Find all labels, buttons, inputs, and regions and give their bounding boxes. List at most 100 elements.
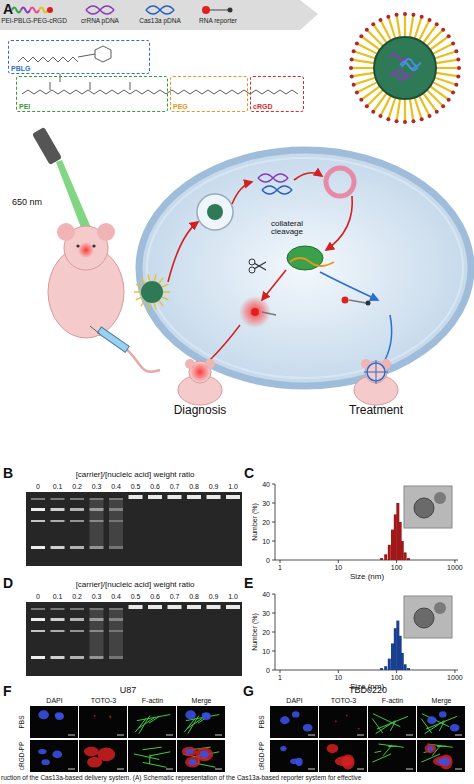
dapi-nucleus	[52, 751, 62, 759]
axis-tick	[272, 484, 275, 485]
crgd-tip	[352, 49, 356, 53]
actin-fiber	[149, 755, 150, 765]
crgd-tip	[349, 66, 353, 70]
row-label: cRGD-PP	[259, 742, 266, 771]
dna-helix	[258, 174, 288, 182]
particle-core	[374, 37, 436, 99]
tem-inset	[404, 596, 452, 638]
structure-box: cRGD	[250, 76, 304, 112]
crgd-tip	[365, 104, 369, 108]
ratio-value: 0.9	[209, 593, 219, 600]
crgd-tip	[441, 28, 445, 32]
encapsulated-dna	[405, 59, 421, 66]
micrograph	[30, 740, 78, 772]
structure-box: PEG	[170, 76, 248, 112]
micrograph	[30, 706, 78, 738]
syringe	[97, 327, 129, 352]
reporter-icon	[202, 6, 210, 14]
ratio-value: 0.8	[189, 593, 199, 600]
axis-title: Number (%)	[251, 613, 258, 651]
peg-spike	[159, 301, 163, 306]
histogram-bar	[384, 554, 387, 560]
polymer-icon	[12, 8, 21, 13]
crgd-tip	[456, 58, 460, 62]
gel-smear	[90, 610, 104, 656]
tick-label: 1	[278, 564, 282, 571]
crgd-tip	[403, 120, 407, 124]
crgd-tip	[411, 13, 415, 17]
gel-band	[90, 656, 104, 659]
polymer-icon	[30, 8, 39, 13]
process-arrow	[320, 272, 378, 300]
tick-label: 100	[391, 674, 403, 681]
axis-tick	[454, 670, 455, 673]
mouse-eye	[76, 244, 79, 247]
channel-header: DAPI	[46, 697, 62, 704]
peg-spike	[426, 89, 443, 106]
peg-spike	[397, 15, 401, 39]
peg-spike	[352, 60, 376, 64]
dna-helix	[262, 186, 292, 194]
peg-spike	[351, 67, 375, 69]
gel-well-band	[207, 495, 221, 499]
crgd-tip	[359, 98, 363, 102]
channel-header: TOTO-3	[91, 697, 116, 704]
peg-spike	[435, 73, 459, 77]
gel-band	[31, 498, 45, 500]
histogram-bar	[388, 659, 391, 670]
micrograph	[177, 706, 225, 738]
crgd-tip	[441, 104, 445, 108]
gel-band	[31, 508, 45, 511]
ratio-value: 0.2	[72, 483, 82, 490]
chemical-bond	[22, 90, 298, 94]
gel-band	[70, 520, 84, 522]
gel-well-band	[207, 605, 221, 609]
mouse-eye	[92, 244, 95, 247]
gel-band	[109, 498, 123, 500]
scale-bar	[357, 735, 364, 736]
reporter-intact	[366, 301, 371, 306]
crgd-tip	[428, 114, 432, 118]
laser-device	[32, 127, 62, 165]
tick-label: 1	[278, 674, 282, 681]
gel-band	[70, 508, 84, 511]
tick-label: 10	[262, 648, 270, 655]
gel-band	[31, 608, 45, 610]
axis-tick	[272, 522, 275, 523]
reporter-icon	[210, 9, 228, 11]
axis-title: Size (nm)	[350, 573, 384, 581]
process-arrow	[168, 222, 198, 282]
axis-tick	[338, 560, 339, 563]
dapi-nucleus	[280, 716, 289, 724]
dapi-nucleus	[188, 759, 196, 765]
gel-band	[70, 618, 84, 621]
histogram-bar	[380, 668, 383, 670]
axis-title: [carrier]/[nucleic acid] weight ratio	[76, 471, 195, 479]
crgd-tip	[352, 83, 356, 87]
axis-tick	[272, 670, 275, 671]
tick-label: 10	[262, 538, 270, 545]
peg-spike	[162, 297, 168, 300]
crgd-tip	[447, 34, 451, 38]
toto3-signal	[195, 748, 213, 762]
peg-spike	[397, 98, 401, 122]
gel-band	[51, 520, 65, 522]
peg-spike	[426, 30, 443, 47]
actin-fiber	[135, 718, 146, 732]
actin-fiber	[143, 762, 167, 767]
scale-bar	[308, 735, 315, 736]
gel-smear	[109, 500, 123, 546]
fluorescence-glow	[239, 296, 271, 328]
tem-inset	[404, 486, 452, 528]
peg-spike	[141, 278, 145, 283]
crgd-tip	[457, 66, 461, 70]
scale-bar	[117, 769, 124, 770]
peg-spike	[159, 278, 163, 283]
panel-letter: G	[243, 684, 254, 698]
scale-bar	[406, 735, 413, 736]
peg-spike	[136, 284, 142, 287]
gel-well-band	[187, 605, 201, 609]
scissors	[254, 262, 266, 270]
scale-bar	[215, 769, 222, 770]
dna-helix	[86, 6, 114, 14]
